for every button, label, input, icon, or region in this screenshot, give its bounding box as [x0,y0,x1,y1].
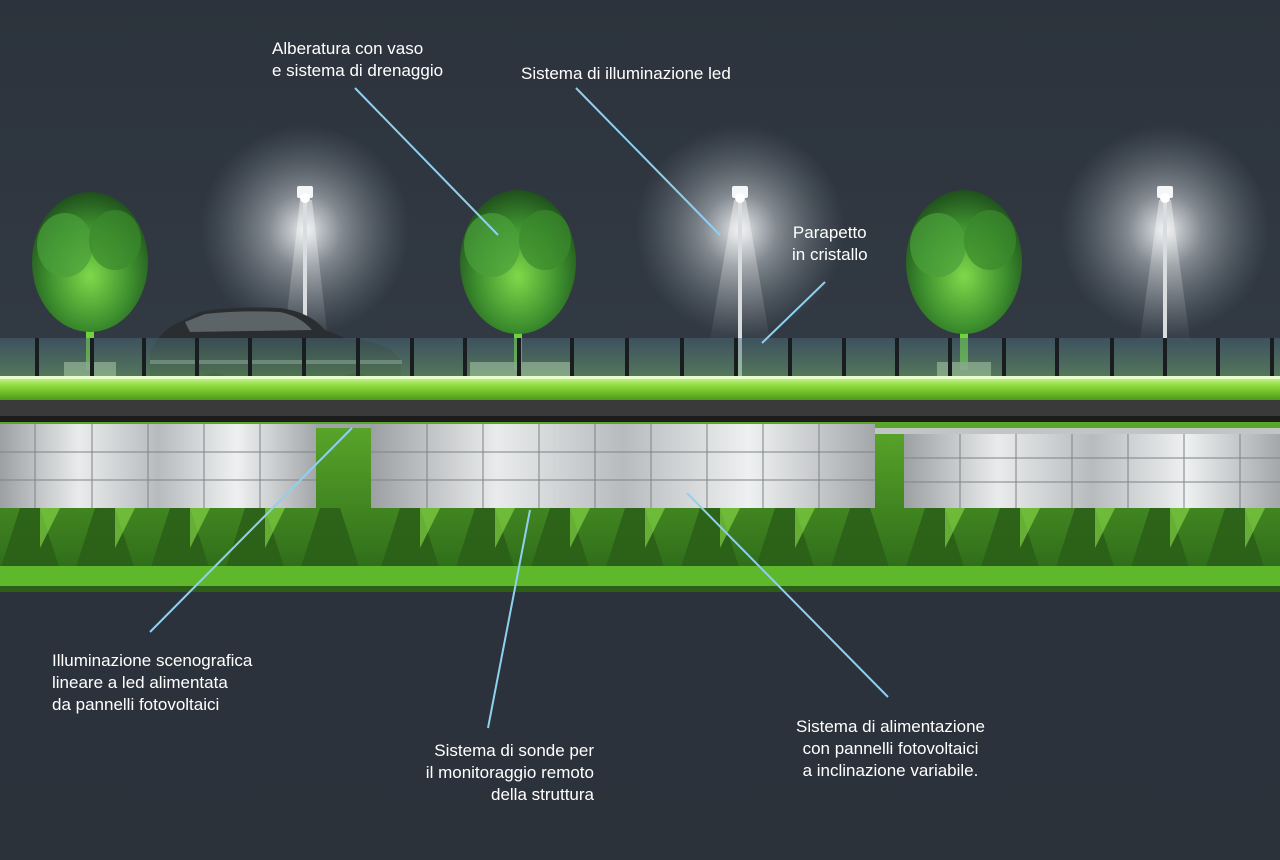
label-alimentazione: Sistema di alimentazione con pannelli fo… [796,717,985,780]
callout-line-parapetto [761,281,826,344]
callout-line-illuminazione-led [575,87,721,236]
callout-line-alberatura [354,87,499,236]
lamp-post [732,186,748,395]
label-alberatura: Alberatura con vaso e sistema di drenagg… [272,39,444,80]
pv-panel-group-center [371,424,875,508]
callout-line-alimentazione [686,492,889,698]
lower-beam-shadow [0,586,1280,592]
ground-haze [0,592,1280,860]
label-scenografica: Illuminazione scenografica lineare a led… [52,651,253,714]
glass-parapet [0,338,1280,380]
v-struts-light [40,508,1265,548]
road-deck [0,400,1280,418]
pv-panel-group-left [0,424,316,508]
lamp-post [297,186,313,395]
label-parapetto: Parapetto in cristallo [792,223,868,264]
pv-panel-group-right [904,434,1280,508]
pv-rail [875,428,1280,434]
deck-edge [0,416,1280,422]
parapet-posts [35,338,1274,393]
lower-beam [0,566,1280,588]
lamp-post [1157,186,1173,395]
label-sonde: Sistema di sonde per il monitoraggio rem… [425,741,594,804]
deck-handrail [0,376,1280,379]
callout-line-sonde [487,509,531,729]
pv-rail [316,424,371,428]
v-struts [0,508,1265,570]
callout-lines [149,87,889,729]
deck-led-band [0,376,1280,400]
callout-line-scenografica [149,427,353,633]
label-illuminazione-led: Sistema di illuminazione led [521,64,731,83]
